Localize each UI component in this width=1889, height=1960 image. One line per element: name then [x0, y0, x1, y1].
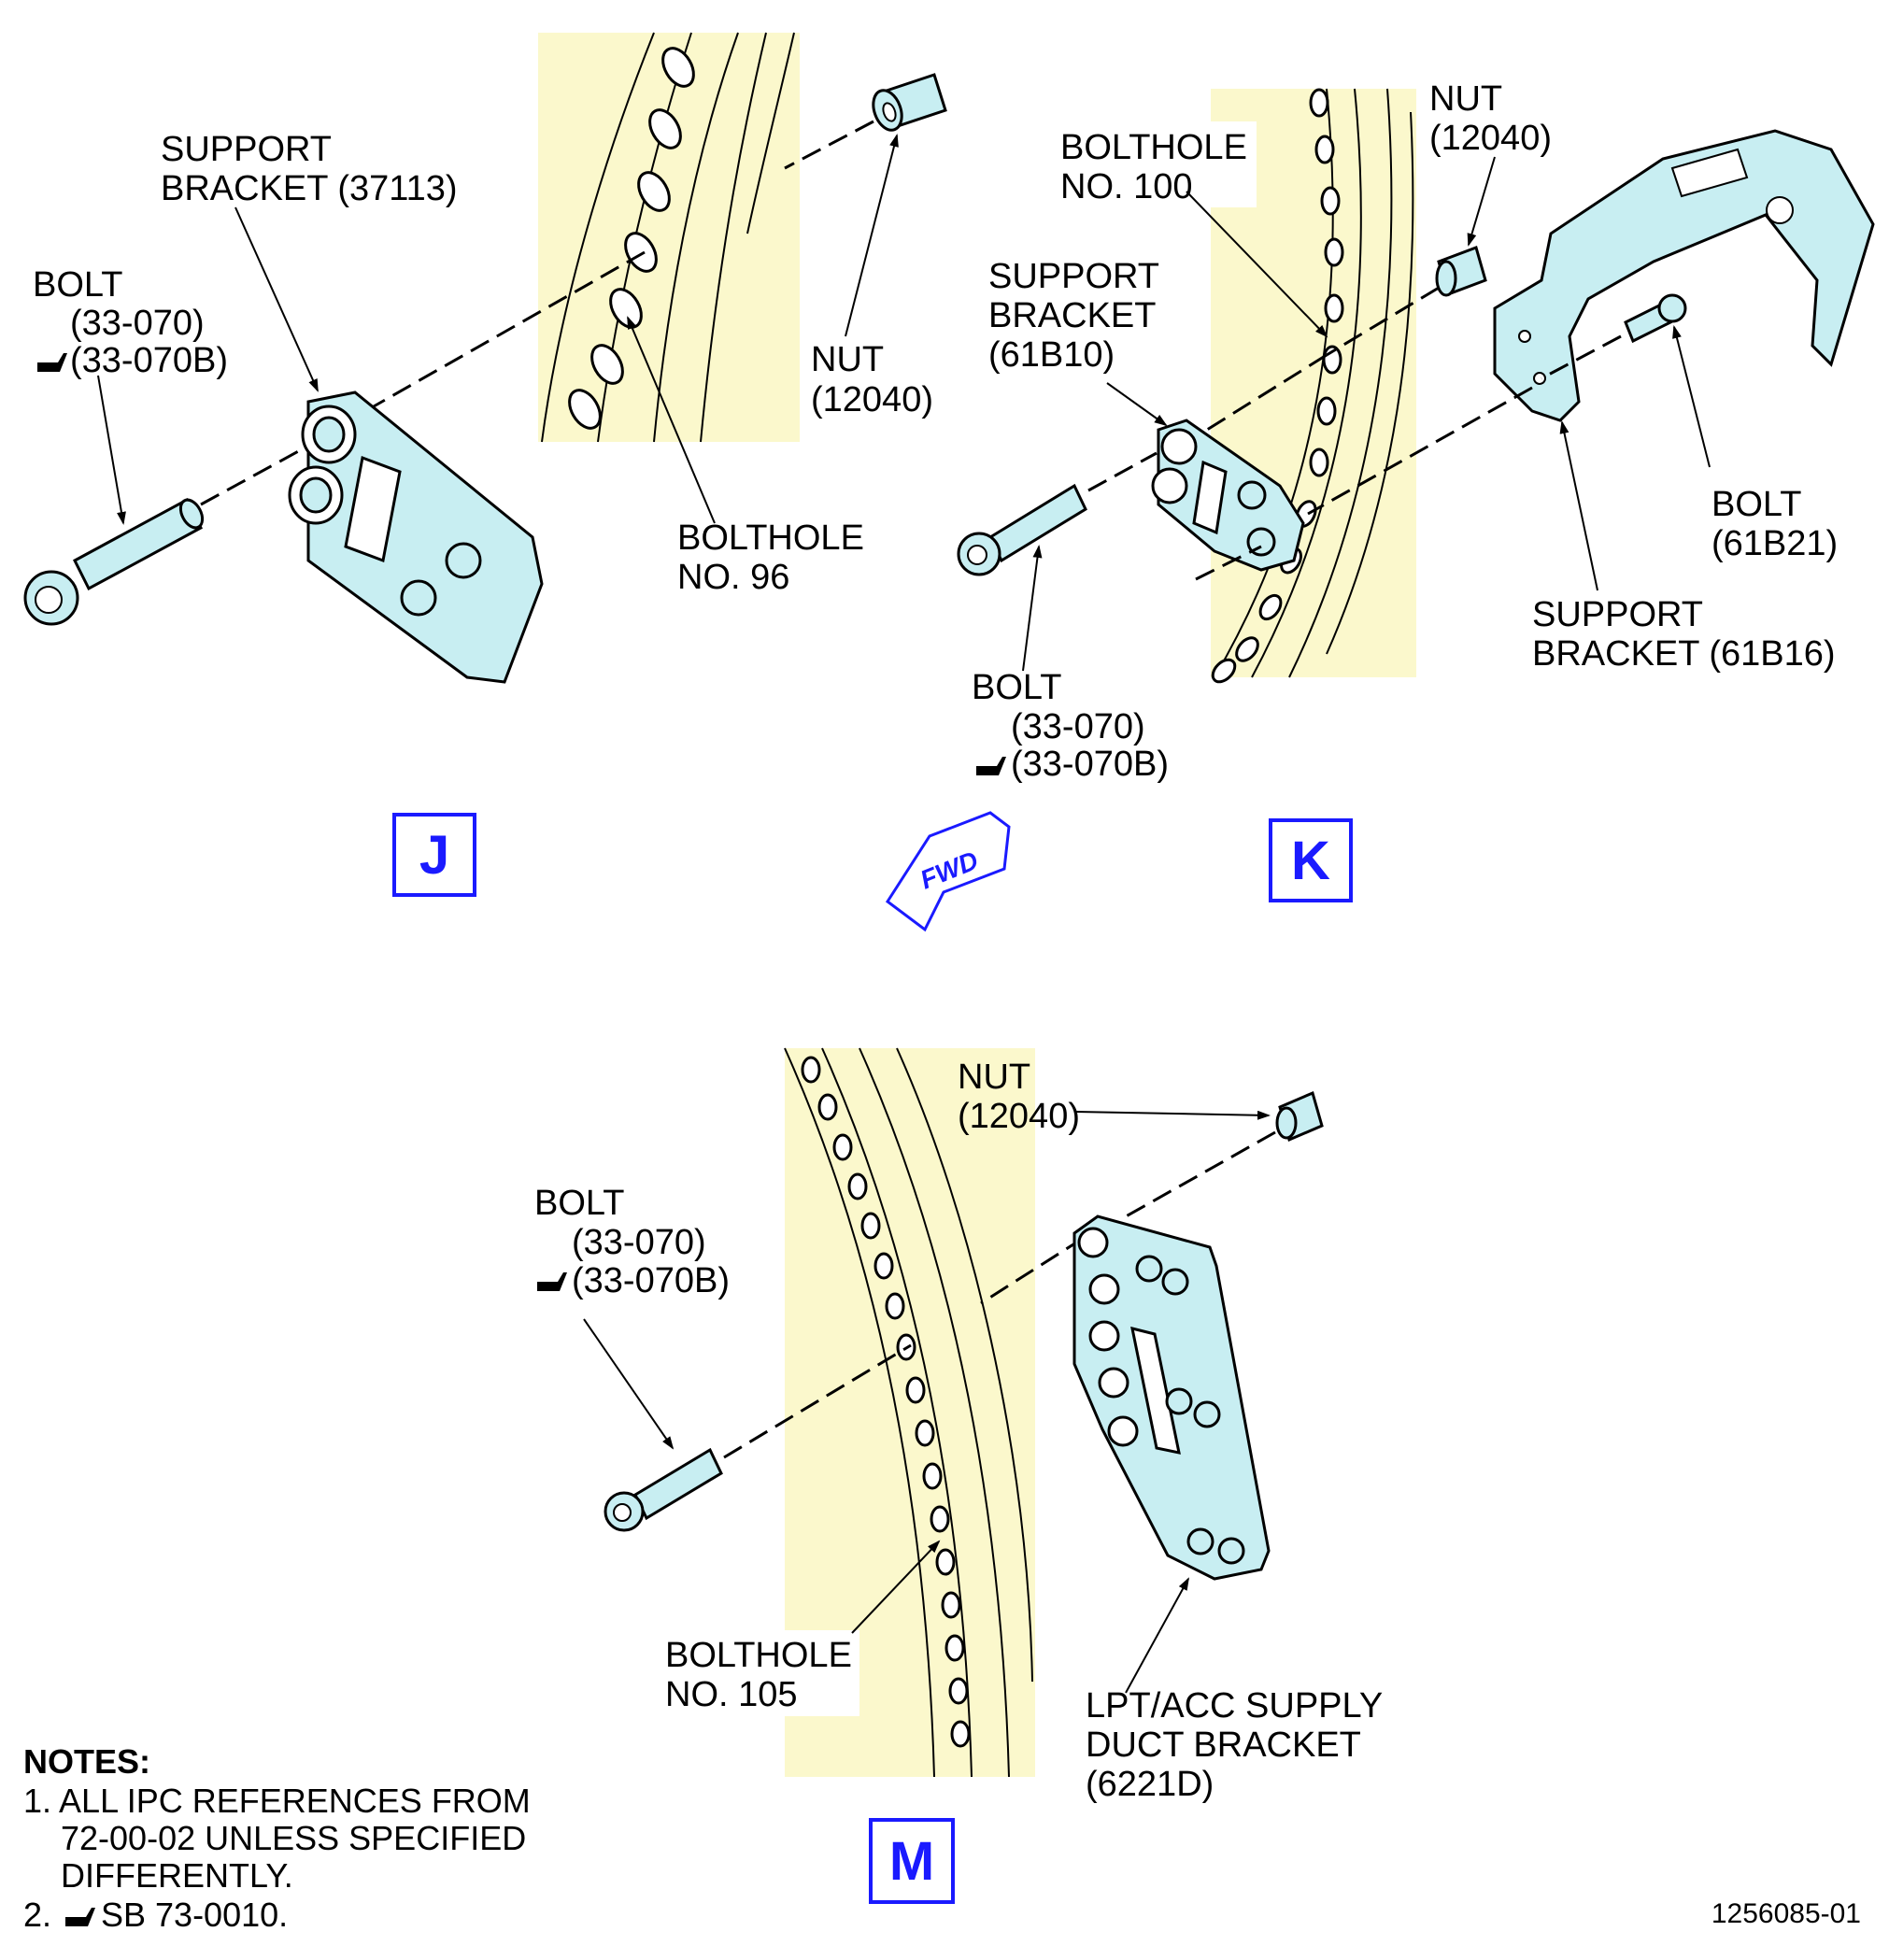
view-m: NUT(12040) BOLT(33-070)(33-070B) BOLTHOL…	[534, 1047, 1383, 1904]
engine-case-j	[538, 33, 800, 442]
centerline-nut-m	[1120, 1130, 1276, 1221]
leader-nut-m	[1075, 1110, 1271, 1120]
centerline-bracket-m	[980, 1236, 1085, 1305]
label-bolt-j: BOLT(33-070)(33-070B)	[33, 265, 228, 380]
leader-support-bracket-k	[1106, 382, 1168, 427]
centerline-bracket-j	[373, 250, 646, 408]
leader-bolt-k	[1022, 545, 1043, 672]
label-bolt-k: BOLT(33-070)(33-070B)	[972, 668, 1169, 784]
boltholes-j	[568, 47, 695, 430]
leader-nut-j	[845, 134, 899, 337]
centerline-61b21	[1541, 334, 1622, 380]
label-bolt-61b21: BOLT(61B21)	[1711, 485, 1838, 563]
note-2-number: 2.	[23, 1896, 51, 1934]
lpt-acc-supply-duct-bracket	[1072, 1214, 1271, 1581]
leader-bolt-m	[583, 1318, 675, 1450]
centerline-61b16-to-case	[1307, 386, 1533, 516]
label-bolt-m: BOLT(33-070)(33-070B)	[534, 1184, 730, 1300]
centerline-bolt-k	[1087, 451, 1158, 492]
leader-support-bracket-j	[234, 206, 319, 392]
nut-k	[1435, 246, 1487, 297]
view-letter-j: J	[419, 825, 449, 886]
bolt-m	[604, 1447, 723, 1532]
note-1-line-3: DIFFERENTLY.	[61, 1856, 293, 1895]
support-bracket-j	[288, 391, 544, 684]
view-letter-m: M	[889, 1831, 934, 1892]
effectivity-arrow-icon	[537, 1272, 567, 1291]
leader-bolt-61b21	[1672, 325, 1711, 468]
support-bracket-61b16	[1493, 129, 1875, 422]
nut-m	[1275, 1090, 1324, 1143]
leader-bolt-j	[97, 375, 126, 525]
note-1-line-1: 1. ALL IPC REFERENCES FROM	[23, 1782, 531, 1820]
flange-arcs-m	[784, 1047, 1033, 1778]
leader-bolthole-m	[851, 1540, 941, 1634]
notes-heading: NOTES:	[23, 1742, 150, 1781]
view-letter-k: K	[1291, 831, 1330, 891]
effectivity-arrow-icon	[37, 353, 67, 372]
view-box-m	[869, 1818, 955, 1904]
label-bg-bolthole-m	[663, 1630, 859, 1716]
effectivity-arrow-icon	[65, 1908, 95, 1926]
view-box-k	[1269, 818, 1353, 902]
note-2-text: SB 73-0010.	[101, 1896, 288, 1934]
centerline-lower-k	[1195, 545, 1262, 581]
label-nut-j: NUT(12040)	[811, 340, 933, 419]
boltholes-k	[1211, 88, 1344, 684]
centerline-nut-k	[1326, 286, 1440, 357]
nut-j	[872, 73, 947, 132]
bolt-61b21	[1624, 293, 1687, 344]
figure-id: 1256085-01	[1711, 1898, 1861, 1929]
view-box-j	[392, 813, 476, 897]
centerline-bolt-m	[723, 1343, 912, 1459]
label-nut-m: NUT(12040)	[958, 1058, 1080, 1136]
flange-arcs-k	[1214, 88, 1414, 678]
centerline-bolt-j	[200, 447, 305, 506]
centerline-nut-j	[784, 120, 874, 170]
leader-support-bracket-61b16	[1559, 420, 1598, 591]
effectivity-arrow-icon	[976, 757, 1006, 775]
leader-bolthole-j	[627, 316, 716, 524]
leader-duct-bracket	[1125, 1577, 1189, 1694]
boltholes-m	[801, 1056, 971, 1748]
leader-nut-k	[1467, 156, 1496, 247]
notes: NOTES: 1. ALL IPC REFERENCES FROM 72-00-…	[23, 1742, 531, 1934]
bolt-j	[23, 497, 205, 626]
fwd-arrow: FWD	[885, 811, 1011, 932]
bolt-k	[957, 483, 1087, 576]
leader-bolthole-k	[1186, 191, 1328, 338]
support-bracket-61b10	[1151, 419, 1305, 572]
label-bg-bolthole-k	[1056, 121, 1257, 207]
label-nut-k: NUT(12040)	[1429, 79, 1552, 158]
note-1-line-2: 72-00-02 UNLESS SPECIFIED	[61, 1819, 526, 1857]
